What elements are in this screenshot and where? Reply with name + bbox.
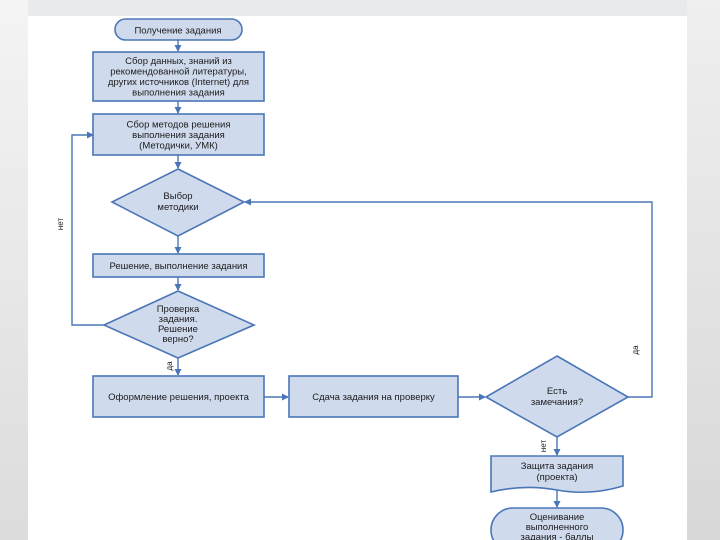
node-check-line-2: задания. (159, 314, 198, 325)
node-submit-line-1: Сдача задания на проверку (312, 392, 435, 403)
edge-label-remarks-no: нет (539, 440, 548, 453)
node-format-line-1: Оформление решения, проекта (108, 392, 250, 403)
node-solve-line-1: Решение, выполнение задания (109, 261, 247, 272)
edge-check-no-loop (71, 131, 104, 326)
edge-label-check-yes: да (165, 361, 174, 371)
slide-right-border (687, 0, 720, 540)
node-defense-line-1: Защита задания (521, 461, 593, 472)
node-collect-methods: Сбор методов решения выполнения задания … (92, 113, 265, 156)
node-grade-line-3: задания - баллы (520, 532, 593, 540)
node-check: Проверка задания. Решение верно? (102, 290, 256, 359)
node-methods-line-2: выполнения задания (132, 130, 225, 141)
node-select-line-2: методики (157, 202, 198, 213)
node-remarks-line-2: замечания? (531, 397, 583, 408)
node-methods-line-1: Сбор методов решения (126, 120, 230, 131)
node-defense-line-2: (проекта) (536, 472, 577, 483)
edge-label-check-no: нет (56, 218, 65, 231)
node-start-line-1: Получение задания (134, 26, 221, 37)
node-remarks-line-1: Есть (547, 386, 567, 397)
node-collect-line-1: Сбор данных, знаний из (125, 56, 232, 67)
node-methods-line-3: (Методички, УМК) (139, 141, 218, 152)
node-select-line-1: Выбор (163, 191, 192, 202)
node-collect-line-3: других источников (Internet) для (108, 77, 249, 88)
node-check-line-4: верно? (162, 334, 193, 345)
node-collect-data: Сбор данных, знаний из рекомендованной л… (92, 51, 265, 102)
node-grade-line-2: выполненного (526, 522, 588, 533)
edge-remarks-yes-loop (244, 198, 653, 398)
node-remarks: Есть замечания? (484, 355, 630, 438)
node-grade: Оценивание выполненного задания - баллы (490, 507, 624, 540)
node-check-line-3: Решение (158, 324, 198, 335)
slide-left-border (0, 0, 28, 540)
node-grade-line-1: Оценивание (530, 512, 585, 523)
node-format: Оформление решения, проекта (92, 375, 265, 418)
node-submit: Сдача задания на проверку (288, 375, 459, 418)
node-collect-line-2: рекомендованной литературы, (110, 67, 247, 78)
edge-label-remarks-yes: да (631, 345, 640, 355)
node-collect-line-4: выполнения задания (132, 88, 225, 99)
node-solve: Решение, выполнение задания (92, 253, 265, 278)
diagram-page (28, 16, 687, 540)
node-defense: Защита задания (проекта) (490, 455, 624, 494)
node-check-line-1: Проверка (157, 304, 200, 315)
node-start: Получение задания (114, 18, 243, 41)
node-select-method: Выбор методики (110, 168, 246, 237)
